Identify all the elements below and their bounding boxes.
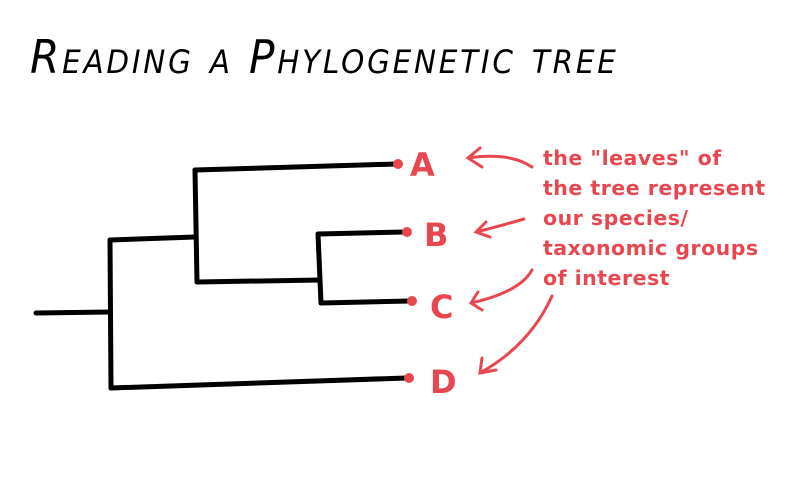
- arrow-to-c: [468, 268, 534, 312]
- annotation-line: taxonomic groups: [543, 236, 759, 260]
- branch-c: [318, 298, 413, 306]
- branch-b: [315, 229, 408, 237]
- leaf-dot-d: [404, 373, 414, 383]
- arrow-to-d: [478, 294, 554, 375]
- branch-a: [192, 161, 399, 173]
- leaves-annotation: the "leaves" of the tree represent our s…: [543, 143, 766, 293]
- leaf-dot-a: [393, 159, 403, 169]
- arrow-to-a: [465, 146, 534, 169]
- leaf-label-b: B: [424, 216, 448, 254]
- branch-bc: [194, 277, 323, 285]
- leaf-dot-c: [407, 296, 417, 306]
- leaf-dots: [393, 159, 417, 383]
- leaf-dot-b: [402, 227, 412, 237]
- branch-abc: [107, 234, 198, 243]
- leaf-label-d: D: [430, 363, 457, 401]
- annotation-line: our species/: [543, 206, 689, 230]
- branch-d: [108, 375, 409, 391]
- annotation-line: the tree represent: [543, 176, 766, 200]
- root-branch: [33, 309, 113, 316]
- tree-branches: [33, 161, 413, 391]
- node-abc: [192, 167, 200, 285]
- root-node: [107, 237, 114, 391]
- annotation-line: the "leaves" of: [543, 146, 722, 170]
- leaf-label-c: C: [430, 288, 453, 326]
- annotation-arrows: [465, 146, 554, 375]
- leaf-label-a: A: [410, 146, 435, 184]
- diagram-title: Reading a Phylogenetic tree: [30, 30, 619, 84]
- arrow-to-b: [473, 217, 526, 239]
- annotation-line: of interest: [543, 266, 670, 290]
- node-bc: [315, 231, 324, 306]
